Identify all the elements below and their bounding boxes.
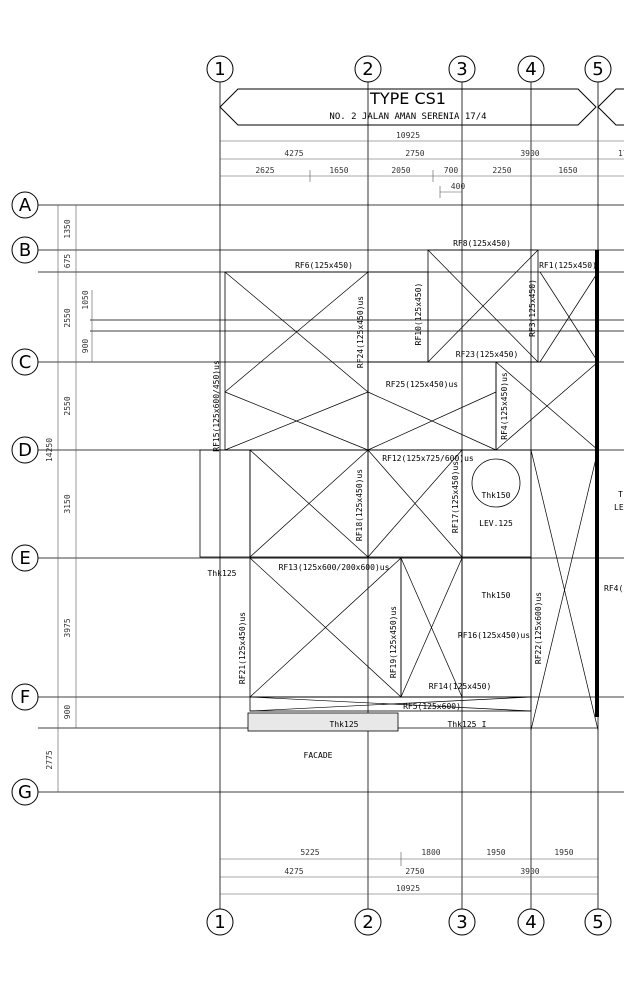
beam-rf21: RF21(125x450)us — [238, 612, 247, 684]
dim-top-3900: 3900 — [520, 149, 539, 158]
beam-outlines — [199, 249, 599, 712]
dim-bottom-overall: 10925 — [396, 884, 420, 893]
beam-rf4: RF4(125x450)us — [500, 372, 509, 440]
dim-left-2550a: 2550 — [63, 308, 72, 327]
drawing-address: NO. 2 JALAN AMAN SERENIA 17/4 — [329, 112, 486, 122]
grid-label-5-top: 5 — [592, 59, 603, 80]
beam-rf5: RF5(125x600) — [403, 702, 461, 711]
grid-label-2-bottom: 2 — [362, 912, 373, 933]
beam-rf16: RF16(125x450)us — [458, 631, 530, 640]
dim-bottom-3900: 3900 — [520, 867, 539, 876]
row-bubbles — [11, 191, 39, 806]
grid-label-D: D — [18, 440, 32, 461]
left-dimension-lines — [57, 205, 93, 792]
bottom-dimension-lines — [220, 852, 598, 895]
beam-rf19: RF19(125x450)us — [389, 606, 398, 678]
beam-rf4-cut: RF4(12 — [604, 584, 624, 593]
dim-left-inner-900: 900 — [81, 339, 90, 354]
dim-left-900: 900 — [63, 705, 72, 720]
title-banner — [219, 88, 624, 126]
beam-rf24: RF24(125x450)us — [356, 296, 365, 368]
dim-left-675: 675 — [63, 254, 72, 269]
facade-hatch — [247, 712, 399, 732]
dim-top-2050: 2050 — [391, 166, 410, 175]
grid-label-A: A — [19, 195, 32, 216]
dim-left-1350: 1350 — [63, 219, 72, 238]
beam-rf12: RF12(125x725/600)us — [382, 454, 474, 463]
slab-thk150-b: Thk150 — [482, 591, 511, 600]
column-grid-lines — [219, 82, 599, 909]
dim-bottom-4275: 4275 — [284, 867, 303, 876]
slab-thk125-facade: Thk125 — [330, 720, 359, 729]
dim-top-700: 700 — [444, 166, 459, 175]
beam-rf15: RF15(125x600/450)us — [212, 360, 221, 452]
drawing-type-title: TYPE CS1 — [369, 89, 446, 108]
dim-left-2550b: 2550 — [63, 396, 72, 415]
grid-label-3-bottom: 3 — [456, 912, 467, 933]
beam-rf3: RF3(125x450) — [528, 279, 537, 337]
dim-top-1650b: 1650 — [558, 166, 577, 175]
cut-text-t: T — [618, 490, 623, 499]
slab-mark-i: I — [482, 720, 487, 729]
slab-thk125-left: Thk125 — [208, 569, 237, 578]
grid-label-G: G — [18, 782, 32, 803]
dim-bottom-1800: 1800 — [421, 848, 440, 857]
beam-rf1: RF1(125x450) — [539, 261, 597, 270]
beam-rf8: RF8(125x450) — [453, 239, 511, 248]
round-opening — [471, 458, 521, 508]
grid-label-5-bottom: 5 — [592, 912, 603, 933]
grid-label-4-bottom: 4 — [525, 912, 536, 933]
beam-rf23: RF23(125x450) — [456, 350, 519, 359]
beam-rf10: RF10(125x450) — [414, 283, 423, 346]
dim-top-2250: 2250 — [492, 166, 511, 175]
facade-label: FACADE — [304, 751, 333, 760]
grid-label-4-top: 4 — [525, 59, 536, 80]
dim-bottom-5225: 5225 — [300, 848, 319, 857]
dim-bottom-1950a: 1950 — [486, 848, 505, 857]
beam-rf13: RF13(125x600/200x600)us — [279, 563, 390, 572]
grid-label-2-top: 2 — [362, 59, 373, 80]
dim-top-2750: 2750 — [405, 149, 424, 158]
grid-label-1-bottom: 1 — [214, 912, 225, 933]
beam-rf22: RF22(125x600)us — [534, 592, 543, 664]
beam-rf25: RF25(125x450)us — [386, 380, 458, 389]
dim-left-3975: 3975 — [63, 618, 72, 637]
dim-bottom-1950b: 1950 — [554, 848, 573, 857]
beam-rf6: RF6(125x450) — [295, 261, 353, 270]
grid-label-E: E — [19, 548, 30, 569]
dim-left-2775: 2775 — [45, 750, 54, 769]
beam-rf14: RF14(125x450) — [429, 682, 492, 691]
dim-top-1650a: 1650 — [329, 166, 348, 175]
dim-left-overall: 14250 — [45, 438, 54, 462]
slab-level: LEV.125 — [479, 519, 513, 528]
slab-thk150-a: Thk150 — [482, 491, 511, 500]
column-bubbles-bottom — [206, 908, 612, 936]
top-dimension-lines — [220, 140, 624, 198]
beam-rf18: RF18(125x450)us — [355, 469, 364, 541]
grid-label-C: C — [19, 352, 32, 373]
column-bubbles-top — [206, 55, 612, 83]
cut-text-le: LE — [614, 503, 624, 512]
dim-left-3150: 3150 — [63, 494, 72, 513]
dim-left-1050: 1050 — [81, 290, 90, 309]
grid-label-B: B — [19, 240, 31, 261]
dim-top-2625: 2625 — [255, 166, 274, 175]
grid-label-3-top: 3 — [456, 59, 467, 80]
dim-top-cut: 17 — [618, 149, 624, 158]
grid-label-F: F — [20, 687, 30, 708]
grid-label-1-top: 1 — [214, 59, 225, 80]
slab-thk125-right: Thk125 — [448, 720, 477, 729]
beam-rf17: RF17(125x450)us — [451, 461, 460, 533]
dim-top-4275: 4275 — [284, 149, 303, 158]
dim-top-400: 400 — [451, 182, 466, 191]
dim-bottom-2750: 2750 — [405, 867, 424, 876]
dim-top-overall: 10925 — [396, 131, 420, 140]
opening-crosses — [224, 249, 599, 731]
